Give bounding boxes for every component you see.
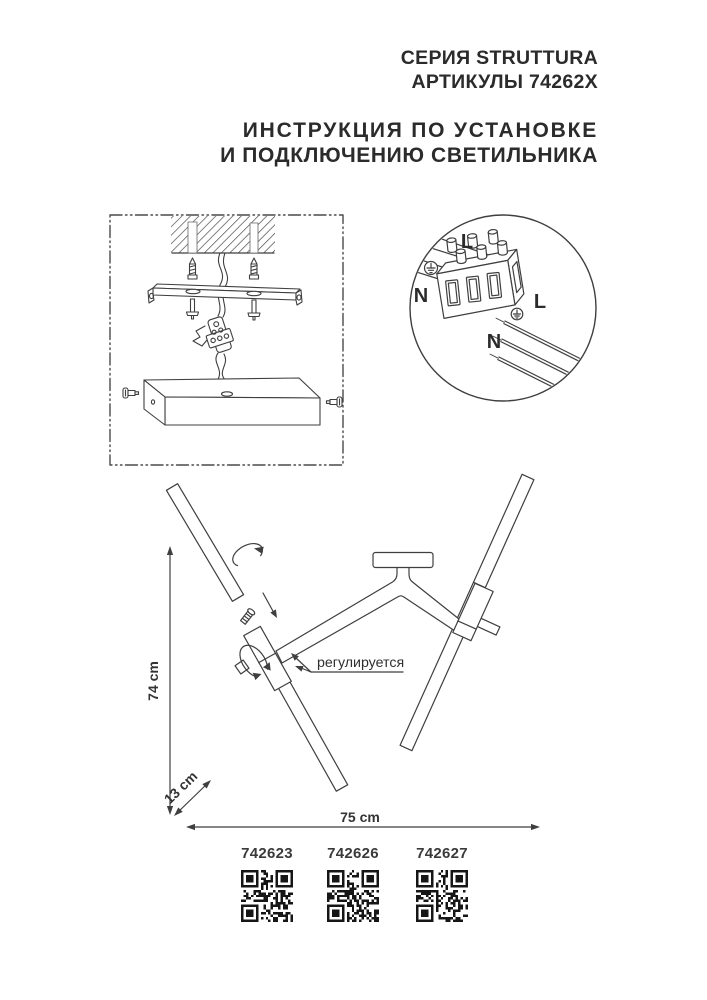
side-screw — [122, 387, 140, 399]
bracket-screw — [185, 298, 200, 320]
adjustable-callout: регулируется — [291, 653, 404, 673]
frame-border — [109, 214, 344, 466]
terminal-connector — [205, 316, 234, 353]
qr-code — [416, 870, 468, 922]
hook-clip — [192, 325, 208, 347]
supply-neutral-label: N — [414, 285, 428, 307]
rotate-arrow-icon — [239, 644, 271, 681]
insert-arrow-icon — [262, 592, 277, 618]
set-screw — [239, 608, 256, 625]
adjustable-sleeve — [243, 625, 292, 692]
instruction-line1: ИНСТРУКЦИЯ ПО УСТАНОВКЕ — [242, 119, 598, 142]
ground-symbol — [510, 307, 524, 321]
mounting-diagram — [109, 214, 344, 466]
adjustable-label: регулируется — [317, 655, 404, 671]
axis-cap — [234, 659, 250, 675]
dimension-width: 75 cm — [186, 809, 540, 831]
supply-wires — [217, 252, 229, 318]
ceiling-hatch — [171, 216, 275, 254]
adjustable-sleeve — [452, 582, 494, 642]
article-item: 742627 — [416, 845, 468, 922]
rotate-arrow-icon — [232, 542, 264, 567]
article-item: 742626 — [327, 845, 379, 922]
series-title: СЕРИЯ STRUTTURA — [400, 47, 598, 69]
ceiling-plate — [372, 551, 434, 569]
support-arms — [275, 566, 465, 664]
article-number: 742627 — [416, 845, 468, 862]
fixture-neutral-label: N — [487, 331, 501, 353]
fixture-live-label: L — [534, 291, 546, 313]
width-label: 75 cm — [340, 809, 380, 825]
terminal-block — [436, 228, 525, 319]
article-number: 742626 — [327, 845, 379, 862]
instruction-header: ИНСТРУКЦИЯ ПО УСТАНОВКЕ И ПОДКЛЮЧЕНИЮ СВ… — [220, 119, 598, 168]
article-item: 742623 — [241, 845, 293, 922]
series-articles: АРТИКУЛЫ 74262X — [411, 70, 598, 93]
depth-label: 13 cm — [161, 768, 201, 807]
detail-circle — [409, 214, 597, 402]
qr-code — [327, 870, 379, 922]
bracket-screw — [247, 299, 261, 321]
supply-live-label: L — [461, 231, 473, 253]
articles-row: 742623 742626 742627 — [241, 845, 468, 922]
article-number: 742623 — [241, 845, 293, 862]
dimension-height: 74 cm — [145, 546, 174, 815]
lamp-tube — [165, 483, 245, 602]
fixture-dimension-drawing: 74 cm 13 cm 75 cm регулируется — [145, 473, 540, 831]
side-screw — [325, 396, 343, 408]
wall-anchor — [187, 257, 198, 280]
ground-symbol — [423, 260, 439, 276]
wiring-detail-diagram: L N L N — [409, 214, 597, 402]
instruction-line2: И ПОДКЛЮЧЕНИЮ СВЕТИЛЬНИКА — [220, 143, 598, 167]
wall-anchor — [248, 257, 260, 280]
qr-code — [241, 870, 293, 922]
mounting-bracket — [147, 283, 303, 306]
height-label: 74 cm — [145, 661, 161, 701]
fixture-base-box — [143, 377, 321, 426]
series-header: СЕРИЯ STRUTTURA АРТИКУЛЫ 74262X — [401, 47, 598, 94]
